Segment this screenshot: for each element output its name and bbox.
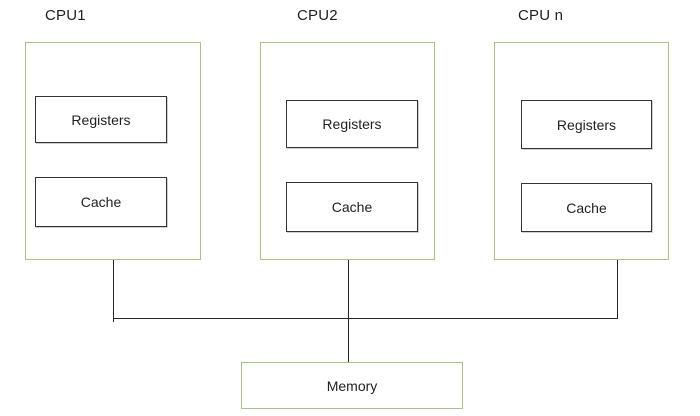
cpu1-label: CPU1 — [45, 7, 86, 24]
cpu2-cache-label: Cache — [331, 199, 373, 215]
cpu2-registers-box: Registers — [286, 100, 418, 148]
cpu1-bus-connector-line — [113, 260, 114, 322]
cpu-n-cache-box: Cache — [521, 183, 652, 232]
cpu-n-cache-label: Cache — [566, 199, 607, 216]
cpu1-cache-box: Cache — [35, 177, 167, 227]
memory-box: Memory — [241, 362, 463, 409]
cpu1-registers-label: Registers — [71, 111, 131, 128]
system-bus-line — [113, 318, 618, 319]
cpu2-memory-connector-line — [348, 260, 349, 362]
cpu2-label: CPU2 — [297, 7, 338, 24]
cpu-n-registers-label: Registers — [556, 116, 617, 133]
cpu-n-bus-connector-line — [617, 260, 618, 318]
cpu-n-label: CPU n — [518, 7, 564, 24]
cpu1-box: Registers Cache — [25, 42, 201, 260]
cpu-n-box: Registers Cache — [494, 42, 669, 260]
cpu2-registers-label: Registers — [322, 116, 382, 132]
cpu2-box: Registers Cache — [260, 42, 435, 260]
cpu2-cache-box: Cache — [286, 182, 418, 232]
cpu-n-registers-box: Registers — [521, 100, 652, 149]
cpu1-registers-box: Registers — [35, 96, 167, 143]
memory-label: Memory — [326, 377, 378, 394]
cpu1-cache-label: Cache — [80, 194, 122, 210]
